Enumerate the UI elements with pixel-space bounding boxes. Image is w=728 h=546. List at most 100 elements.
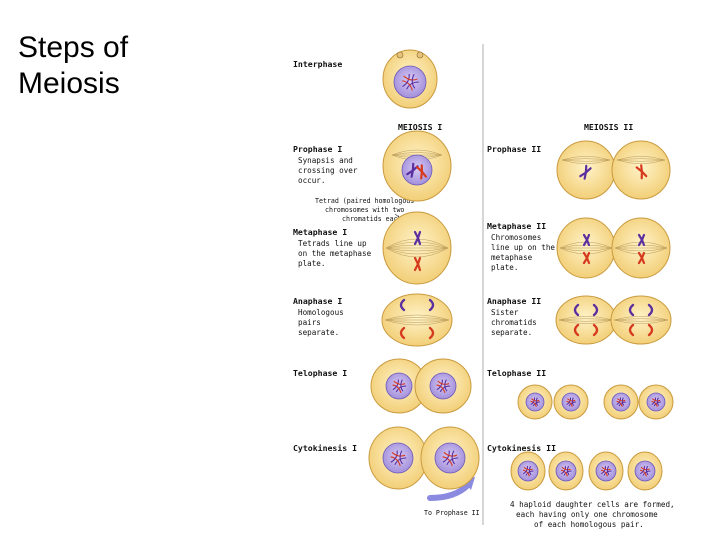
result-line: each having only one chromosome <box>516 510 658 519</box>
chromatin <box>601 466 611 471</box>
spindle-fiber <box>616 159 666 164</box>
cell-metaphase-2-right <box>611 217 671 279</box>
chromatin <box>390 456 401 467</box>
prophase-1-line: Synapsis and <box>298 156 353 165</box>
chromatin <box>606 465 610 476</box>
metaphase-1-line: Tetrads line up <box>298 239 367 248</box>
spindle-fiber <box>614 244 668 249</box>
chromatin <box>616 397 622 406</box>
chromatin <box>531 398 540 402</box>
chromatin <box>618 401 626 407</box>
chromatin <box>600 469 609 477</box>
spindle-fiber <box>616 158 666 161</box>
prophase-1-line: occur. <box>298 176 325 185</box>
nucleus <box>525 392 545 412</box>
to-prophase-2-arrow <box>427 482 471 501</box>
cell-cytokinesis-2 <box>548 451 584 491</box>
cell-membrane <box>555 295 617 345</box>
chromatin <box>560 465 567 475</box>
chromatin <box>653 401 661 407</box>
cell-telophase-2 <box>603 384 639 420</box>
chromatin <box>446 457 459 466</box>
chromatin <box>391 451 406 457</box>
chromosome <box>637 251 646 265</box>
label-telophase-1: Telophase I <box>293 368 347 378</box>
chromatin <box>567 398 576 402</box>
chromatin <box>561 466 571 471</box>
nucleus <box>595 460 617 482</box>
chromosome <box>428 326 435 340</box>
cell-anaphase-1 <box>381 293 453 347</box>
chromatin <box>651 397 657 406</box>
anaphase-2-line: separate. <box>491 328 532 337</box>
chromatin <box>530 397 536 406</box>
chromosome <box>582 251 591 265</box>
chromatin <box>401 80 413 91</box>
chromatin <box>532 401 540 407</box>
spindle-fiber <box>385 247 449 252</box>
label-metaphase-2: Metaphase II <box>487 221 546 231</box>
label-interphase: Interphase <box>293 59 342 69</box>
cell-telophase-1-left <box>370 358 428 414</box>
metaphase-2-line: Chromosomes <box>491 233 541 242</box>
chromatin <box>390 450 398 463</box>
chromatin <box>639 469 648 477</box>
chromosome <box>573 323 580 337</box>
nucleus <box>401 154 433 186</box>
cell-cytokinesis-1-right <box>420 426 480 490</box>
spindle-fiber <box>613 318 669 321</box>
chromatin <box>393 380 406 385</box>
chromatin <box>640 466 650 471</box>
centriole <box>396 51 404 59</box>
cell-metaphase-2-left <box>556 217 616 279</box>
spindle-fiber <box>559 247 613 255</box>
chromatin <box>436 384 446 394</box>
metaphase-2-line: line up on the <box>491 243 555 252</box>
chromatin <box>442 450 450 463</box>
chromatin <box>656 397 660 406</box>
chromatin <box>392 379 399 391</box>
chromatin <box>571 397 575 406</box>
spindle-fiber <box>558 316 614 321</box>
chromosome <box>579 164 592 180</box>
cell-cytokinesis-1-left <box>368 426 428 490</box>
chromatin <box>600 465 607 475</box>
chromosome <box>647 303 654 317</box>
anaphase-2-line: chromatids <box>491 318 537 327</box>
chromatin <box>402 73 410 88</box>
result-line: of each homologous pair. <box>534 520 644 529</box>
spindle-fiber <box>559 244 613 249</box>
chromatin <box>530 400 537 407</box>
spindle-fiber <box>613 319 669 324</box>
chromatin <box>437 380 450 385</box>
spindle-fiber <box>561 158 611 161</box>
spindle-fiber <box>384 317 450 321</box>
nucleus <box>434 442 466 474</box>
chromatin <box>522 465 529 475</box>
chromatin <box>522 469 531 477</box>
spindle-fiber <box>558 319 614 322</box>
chromatin <box>525 470 534 476</box>
chromatin <box>436 379 443 391</box>
chromosome <box>635 164 648 180</box>
chromatin <box>560 469 569 477</box>
chromosome <box>413 230 422 246</box>
label-meiosis-2: MEIOSIS II <box>584 122 633 132</box>
spindle-fiber <box>385 247 449 255</box>
spindle-fiber <box>384 314 450 321</box>
nucleus <box>429 372 457 400</box>
chromatin <box>652 398 661 402</box>
chromatin <box>400 379 404 392</box>
nucleus <box>646 392 666 412</box>
chromosome <box>592 323 599 337</box>
chromatin <box>645 465 649 476</box>
label-anaphase-2: Anaphase II <box>487 296 541 306</box>
cells-group <box>368 49 674 491</box>
chromatin <box>566 465 570 476</box>
label-telophase-2: Telophase II <box>487 368 546 378</box>
centriole <box>416 51 424 59</box>
slide-title-line2: Meiosis <box>18 67 120 100</box>
spindle-fiber <box>391 149 443 156</box>
tetrad-note-line: chromosomes with two <box>325 206 404 214</box>
